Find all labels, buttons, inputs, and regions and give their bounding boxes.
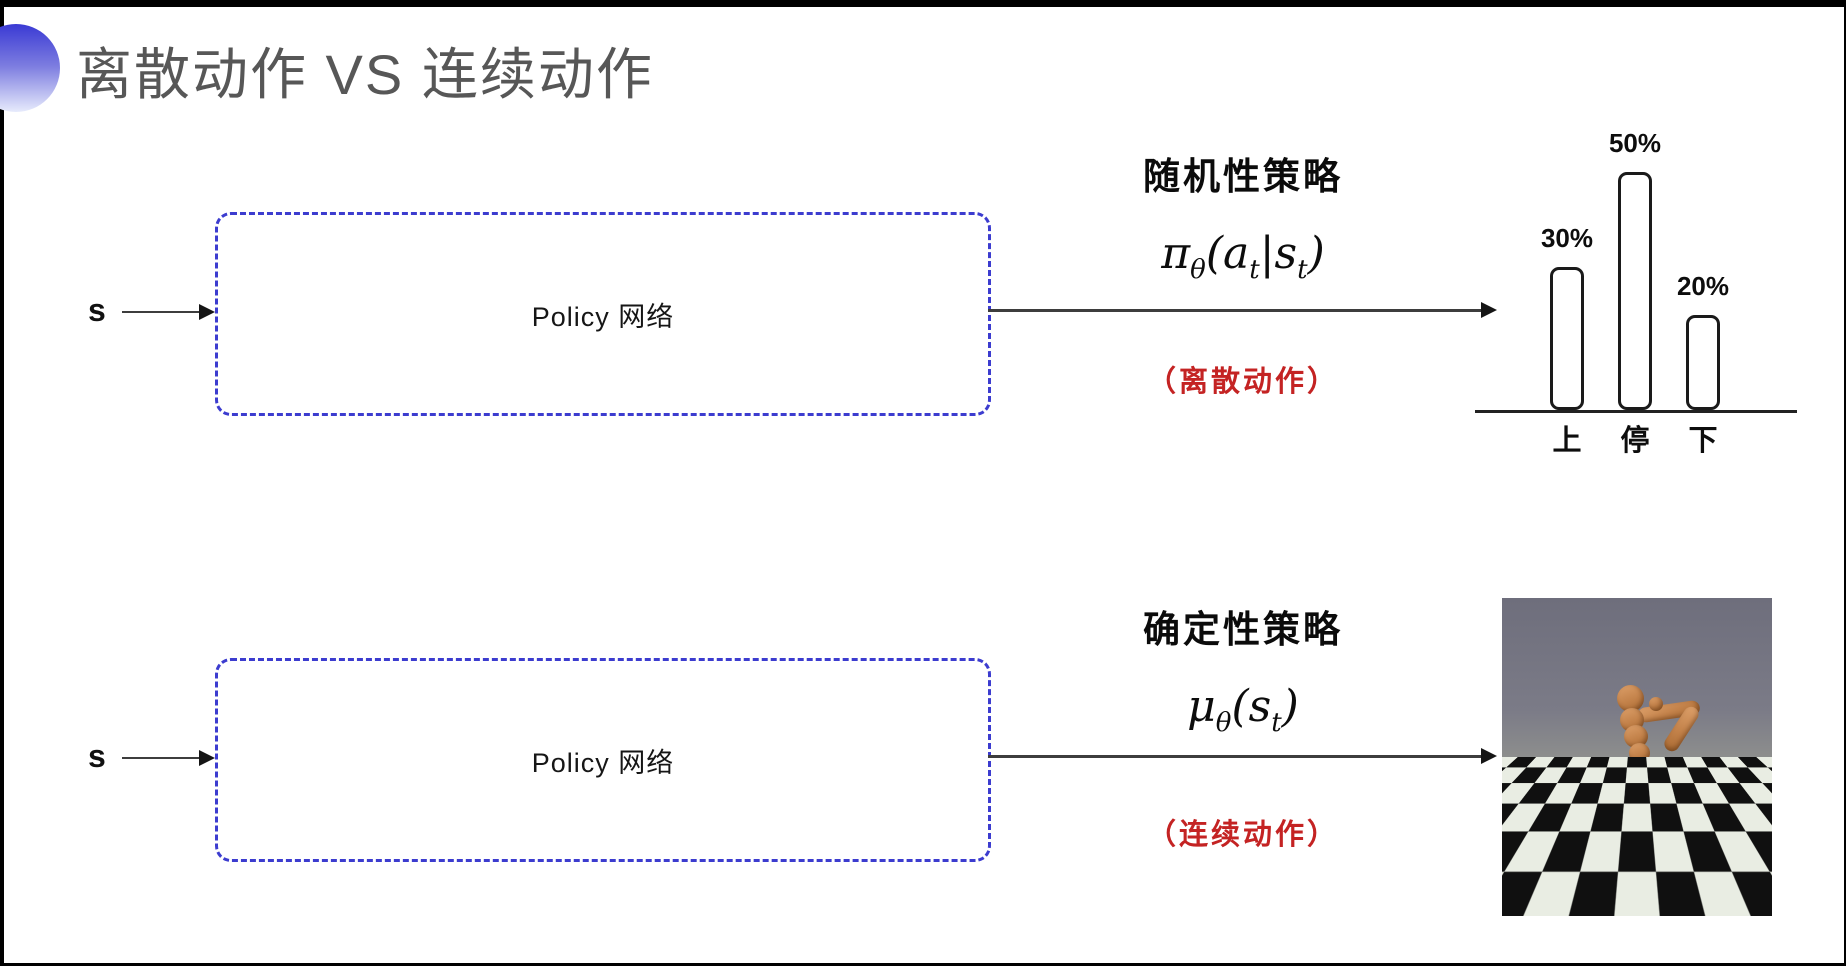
bar-value-label-up: 30% [1541, 223, 1593, 254]
chart-baseline [1475, 410, 1797, 413]
deterministic-policy-text: 确定性策略 μθ(st) [1028, 608, 1458, 750]
bar-down [1686, 315, 1720, 410]
bar-up [1550, 267, 1584, 410]
bar-group-stop: 50% [1607, 128, 1663, 410]
state-input-label-bottom: s [88, 738, 106, 775]
robot-hand [1649, 697, 1663, 711]
humanoid-simulation-image [1502, 598, 1772, 916]
stochastic-policy-formula: πθ(at|st) [1028, 227, 1458, 297]
continuous-action-note: （连续动作） [1028, 815, 1458, 855]
input-arrow-bottom [122, 757, 200, 759]
policy-network-box-bottom: Policy 网络 [215, 658, 991, 862]
title-accent-circle [0, 24, 60, 112]
policy-network-label-bottom: Policy 网络 [532, 741, 675, 780]
bar-group-down: 20% [1675, 271, 1731, 410]
policy-network-label-top: Policy 网络 [532, 295, 675, 334]
bar-value-label-stop: 50% [1609, 128, 1661, 159]
discrete-action-note: （离散动作） [1028, 362, 1458, 402]
page-title: 离散动作 VS 连续动作 [76, 30, 654, 111]
floor-reflection-glow [1584, 862, 1688, 910]
category-label-stop: 停 [1607, 417, 1663, 459]
policy-network-box-top: Policy 网络 [215, 212, 991, 416]
deterministic-policy-formula: μθ(st) [1028, 680, 1458, 750]
bar-group-up: 30% [1539, 223, 1595, 410]
deterministic-policy-title: 确定性策略 [1028, 608, 1458, 652]
category-label-up: 上 [1539, 417, 1595, 459]
bar-stop [1618, 172, 1652, 410]
robot-rear-ankle [1657, 848, 1672, 863]
action-probability-chart: 30% 50% 20% 上 停 下 [1475, 95, 1797, 463]
state-input-label-top: s [88, 292, 106, 329]
output-arrow-top [988, 309, 1482, 312]
robot-shadow [1597, 849, 1689, 857]
robot-toe [1586, 828, 1605, 847]
stochastic-policy-text: 随机性策略 πθ(at|st) [1028, 155, 1458, 297]
frame-left [0, 0, 4, 966]
category-label-down: 下 [1675, 417, 1731, 459]
input-arrow-top [122, 311, 200, 313]
frame-top [0, 0, 1846, 7]
stochastic-policy-title: 随机性策略 [1028, 155, 1458, 199]
bar-value-label-down: 20% [1677, 271, 1729, 302]
output-arrow-bottom [988, 755, 1482, 758]
